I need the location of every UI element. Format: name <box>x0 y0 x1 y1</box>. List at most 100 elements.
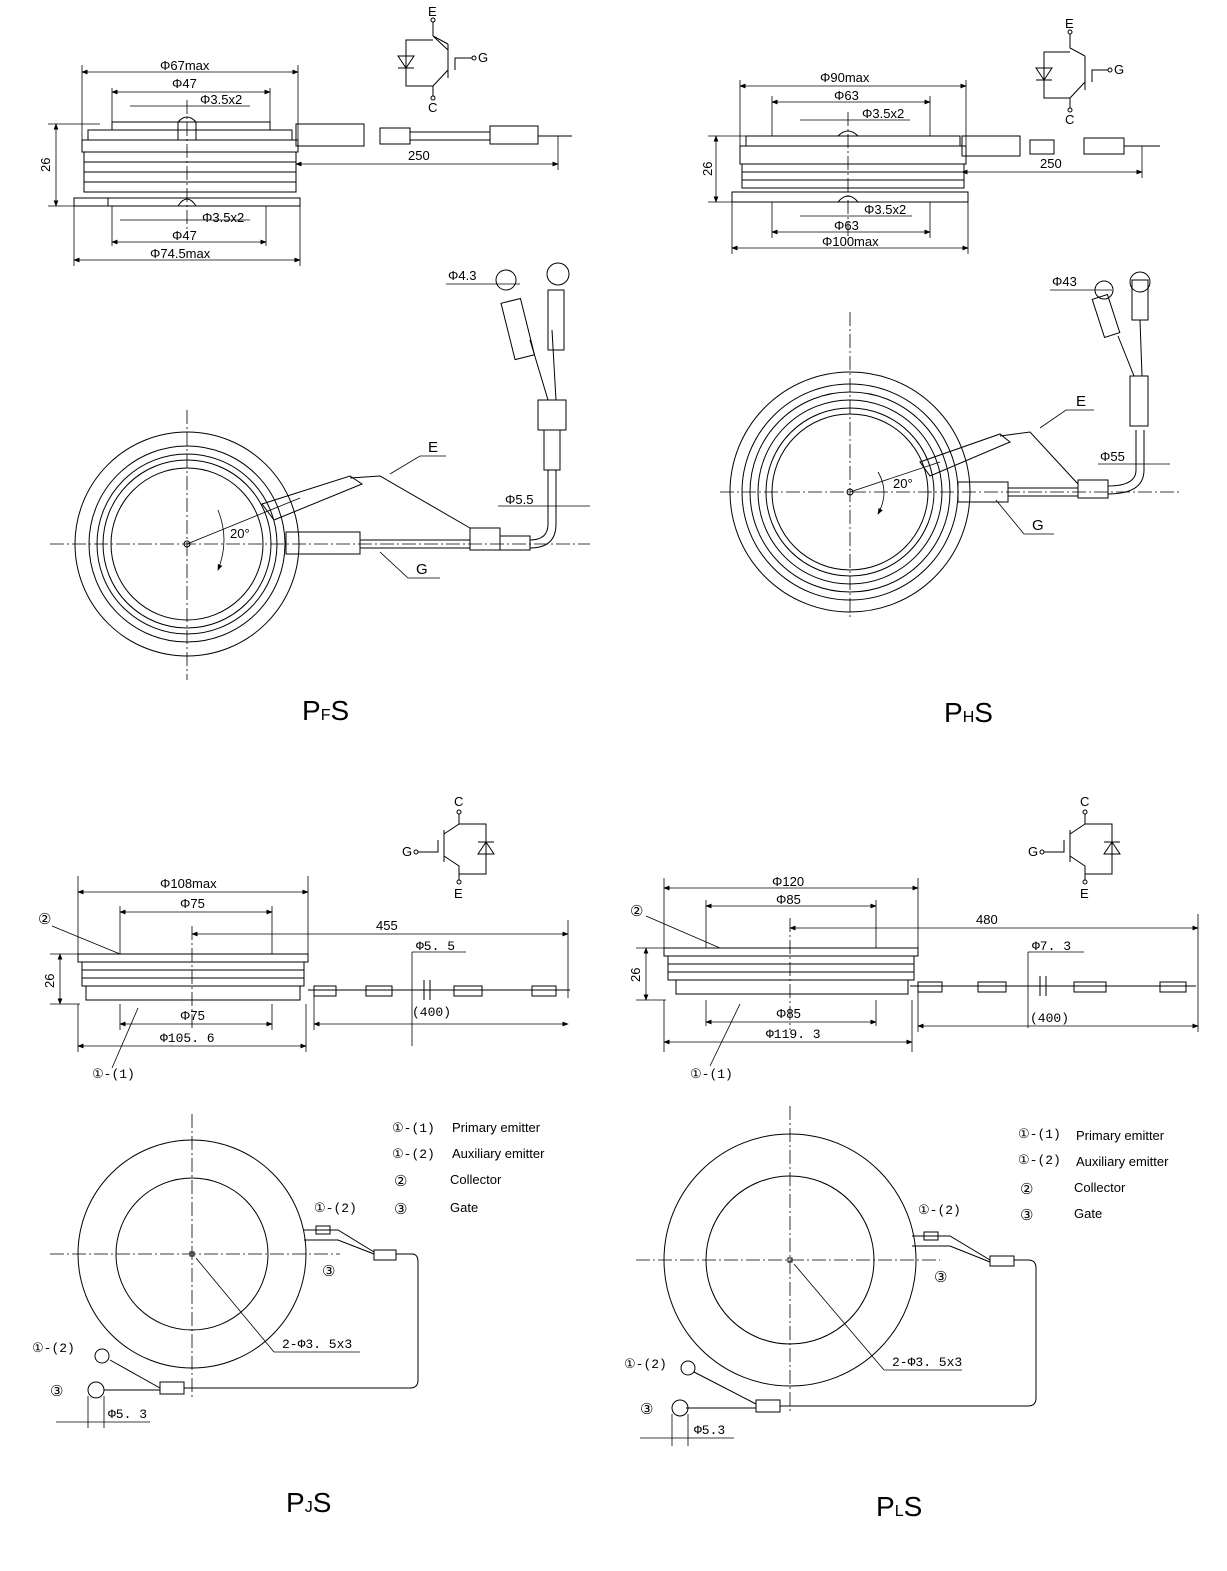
phs-dim-ring: Φ43 <box>1052 274 1077 289</box>
pjs-dim-outer: Φ108max <box>160 876 217 891</box>
pfs-symbol-g: G <box>478 50 488 65</box>
pjs-dim-base: Φ105. 6 <box>160 1031 215 1046</box>
pjs-symbol-g: G <box>402 844 412 859</box>
pls-symbol-e: E <box>1080 886 1089 901</box>
phs-dim-inner-bottom: Φ63 <box>834 218 859 233</box>
pls-dim-lead: 480 <box>976 912 998 927</box>
pjs-dim-height: 26 <box>42 974 57 988</box>
phs-dim-height: 26 <box>700 162 715 176</box>
pls-holes: 2-Φ3. 5x3 <box>892 1355 962 1370</box>
pfs-plan-view: 20° Φ4.3 Φ5.5 E G <box>50 262 590 680</box>
pfs-plan-e: E <box>428 439 438 456</box>
pls-side-view: Φ120 Φ85 480 Φ7. 3 26 Φ85 Φ119. 3 <box>628 874 1199 1082</box>
phs-dim-wire: Φ55 <box>1100 449 1125 464</box>
phs-plan-g: G <box>1032 517 1044 534</box>
phs-dim-inner: Φ63 <box>834 88 859 103</box>
pls-dim-height: 26 <box>628 968 643 982</box>
pjs-symbol-e: E <box>454 886 463 901</box>
pls-legend-1-num: ①-(1) <box>1018 1127 1061 1142</box>
pjs-legend-2-num: ①-(2) <box>392 1147 435 1162</box>
pfs-dim-height: 26 <box>38 158 53 172</box>
pls-dim-wire: Φ7. 3 <box>1032 939 1071 954</box>
pjs-dim-cut: (400) <box>412 1005 451 1020</box>
pls-title: PLS <box>876 1491 922 1522</box>
pfs-dim-lead: 250 <box>408 148 430 163</box>
pjs-plan-tag-aux-top: ①-(2) <box>314 1201 357 1216</box>
pls-dim-ring: Φ5.3 <box>694 1423 725 1438</box>
pls-plan-view: 2-Φ3. 5x3 ①-(2) ③ ①-(2) ③ Φ5.3 <box>624 1106 1037 1446</box>
pjs-plan-view: 2-Φ3. 5x3 ①-(2) ③ ①-(2) ③ Φ5. 3 <box>32 1114 419 1428</box>
phs-symbol-e: E <box>1065 16 1074 31</box>
pls-legend-3-num: ② <box>1020 1181 1033 1198</box>
phs-dim-lead: 250 <box>1040 156 1062 171</box>
pjs-legend-3-text: Collector <box>450 1172 502 1187</box>
pjs-side-view: Φ108max Φ75 455 Φ5. 5 26 Φ75 Φ105. 6 <box>38 876 570 1082</box>
pjs-plan-tag-gate-bottom: ③ <box>50 1383 63 1400</box>
pls-legend-3-text: Collector <box>1074 1180 1126 1195</box>
phs-symbol-g: G <box>1114 62 1124 77</box>
pfs-side-view: Φ67max Φ47 Φ3.5x2 26 250 Φ3.5x2 Φ47 Φ74.… <box>38 58 572 266</box>
pjs-title: PJS <box>286 1487 331 1518</box>
pjs-dim-wire: Φ5. 5 <box>416 939 455 954</box>
pfs-symbol-c: C <box>428 100 437 115</box>
pls-tag-emitter: ①-(1) <box>690 1067 733 1082</box>
pls-dim-inner: Φ85 <box>776 892 801 907</box>
pjs-dim-inner: Φ75 <box>180 896 205 911</box>
pfs-title: PFS <box>302 695 349 726</box>
pfs-plan-g: G <box>416 561 428 578</box>
phs-plan-view: 20° Φ43 Φ55 E G <box>720 271 1180 620</box>
pls-symbol-c: C <box>1080 794 1089 809</box>
phs-symbol-c: C <box>1065 112 1074 127</box>
pls-panel: Φ120 Φ85 480 Φ7. 3 26 Φ85 Φ119. 3 <box>624 794 1199 1522</box>
pfs-dim-wire: Φ5.5 <box>505 492 533 507</box>
pjs-legend: ①-(1) Primary emitter ①-(2) Auxiliary em… <box>392 1120 545 1218</box>
pls-legend-2-num: ①-(2) <box>1018 1153 1061 1168</box>
pfs-symbol-e: E <box>428 4 437 19</box>
pjs-legend-1-num: ①-(1) <box>392 1121 435 1136</box>
phs-title: PHS <box>944 697 993 728</box>
pls-legend-4-text: Gate <box>1074 1206 1102 1221</box>
pjs-dim-lead: 455 <box>376 918 398 933</box>
pls-plan-tag-aux-top: ①-(2) <box>918 1203 961 1218</box>
phs-dim-base: Φ100max <box>822 234 879 249</box>
pfs-transistor-symbol: E C G <box>397 4 488 115</box>
pjs-transistor-symbol: C G E <box>402 794 495 901</box>
phs-dim-outer: Φ90max <box>820 70 870 85</box>
pls-dim-outer: Φ120 <box>772 874 804 889</box>
pls-legend-2-text: Auxiliary emitter <box>1076 1154 1169 1169</box>
pls-plan-tag-aux-bottom: ①-(2) <box>624 1357 667 1372</box>
pfs-dim-hole-top: Φ3.5x2 <box>200 92 242 107</box>
pfs-dim-inner-bottom: Φ47 <box>172 228 197 243</box>
pjs-legend-1-text: Primary emitter <box>452 1120 541 1135</box>
pfs-angle: 20° <box>230 526 250 541</box>
pls-legend-1-text: Primary emitter <box>1076 1128 1165 1143</box>
pls-legend-4-num: ③ <box>1020 1207 1033 1224</box>
pfs-panel: Φ67max Φ47 Φ3.5x2 26 250 Φ3.5x2 Φ47 Φ74.… <box>38 4 590 726</box>
phs-side-view: Φ90max Φ63 Φ3.5x2 26 250 Φ3.5x2 Φ63 Φ100… <box>700 70 1160 254</box>
pfs-dim-base: Φ74.5max <box>150 246 211 261</box>
pjs-symbol-c: C <box>454 794 463 809</box>
pls-dim-inner-bottom: Φ85 <box>776 1006 801 1021</box>
pls-symbol-g: G <box>1028 844 1038 859</box>
pls-legend: ①-(1) Primary emitter ①-(2) Auxiliary em… <box>1018 1127 1169 1224</box>
pfs-dim-outer: Φ67max <box>160 58 210 73</box>
pls-plan-tag-gate-bottom: ③ <box>640 1401 653 1418</box>
pls-transistor-symbol: C G E <box>1028 794 1121 901</box>
phs-transistor-symbol: E C G <box>1035 16 1124 127</box>
pjs-tag-emitter: ①-(1) <box>92 1067 135 1082</box>
pls-dim-cut: (400) <box>1030 1011 1069 1026</box>
pfs-dim-inner: Φ47 <box>172 76 197 91</box>
pjs-panel: Φ108max Φ75 455 Φ5. 5 26 Φ75 Φ105. 6 <box>32 794 570 1518</box>
phs-angle: 20° <box>893 476 913 491</box>
phs-dim-hole-bottom: Φ3.5x2 <box>864 202 906 217</box>
pjs-plan-tag-gate: ③ <box>322 1263 335 1280</box>
phs-panel: Φ90max Φ63 Φ3.5x2 26 250 Φ3.5x2 Φ63 Φ100… <box>700 16 1180 728</box>
pls-dim-base: Φ119. 3 <box>766 1027 821 1042</box>
pjs-legend-4-text: Gate <box>450 1200 478 1215</box>
pjs-plan-tag-aux-bottom: ①-(2) <box>32 1341 75 1356</box>
pjs-legend-4-num: ③ <box>394 1201 407 1218</box>
pls-plan-tag-gate: ③ <box>934 1269 947 1286</box>
pfs-dim-hole-bottom: Φ3.5x2 <box>202 210 244 225</box>
pjs-legend-3-num: ② <box>394 1173 407 1190</box>
